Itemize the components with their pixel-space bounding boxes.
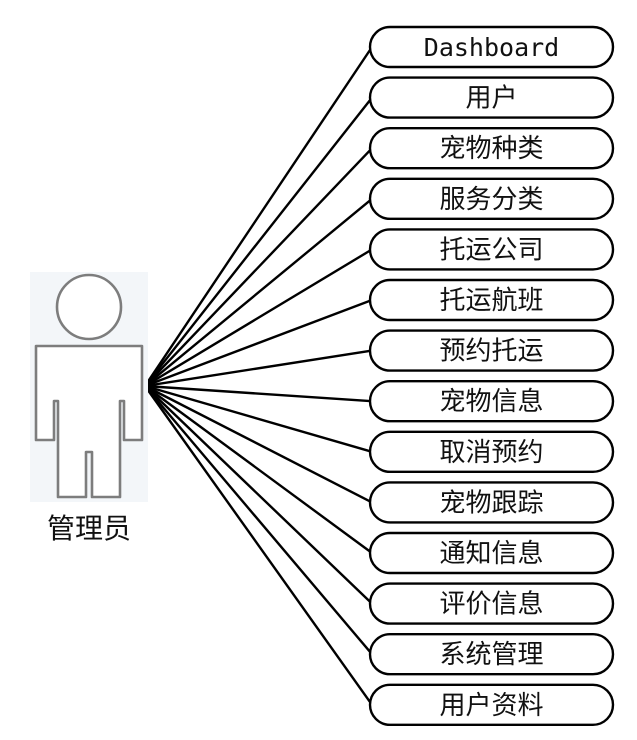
use-case-oval <box>368 278 615 322</box>
use-case-oval <box>368 430 615 473</box>
use-case-12: 评价信息 <box>368 582 615 625</box>
association-line <box>144 384 373 453</box>
use-case-oval <box>368 531 615 575</box>
use-case-8: 宠物信息 <box>368 380 615 423</box>
use-case-13: 系统管理 <box>368 633 615 676</box>
use-case-label: 预约托运 <box>439 337 543 367</box>
use-case-3: 宠物种类 <box>368 126 615 170</box>
use-case-label: 通知信息 <box>439 539 543 569</box>
use-case-label: 用户 <box>465 84 517 114</box>
use-case-oval <box>368 683 615 726</box>
use-case-10: 宠物跟踪 <box>368 481 615 524</box>
use-case-label: 系统管理 <box>439 640 543 670</box>
association-line <box>144 384 373 403</box>
use-case-oval <box>368 329 615 372</box>
use-case-oval <box>368 582 615 625</box>
use-case-oval <box>368 228 615 271</box>
association-line <box>144 385 373 554</box>
use-case-label: 宠物信息 <box>439 387 543 417</box>
actor: 管理员 <box>30 272 148 545</box>
use-case-7: 预约托运 <box>368 329 615 372</box>
use-case-label: 托运航班 <box>439 286 543 316</box>
use-case-oval <box>368 76 615 119</box>
person-icon <box>34 273 144 499</box>
use-case-oval <box>368 380 615 423</box>
use-case-oval <box>368 25 615 69</box>
use-case-label: 宠物种类 <box>439 134 543 164</box>
use-case-11: 通知信息 <box>368 531 615 575</box>
use-case-oval <box>368 126 615 170</box>
use-case-6: 托运航班 <box>368 278 615 322</box>
association-line <box>144 385 373 655</box>
use-case-list: Dashboard 用户宠物种类服务分类托运公司托运航班预约托运宠物信息取消预约宠… <box>368 25 615 726</box>
use-case-14: 用户资料 <box>368 683 615 726</box>
association-line <box>144 385 373 706</box>
association-line <box>144 96 373 387</box>
use-case-2: 用户 <box>368 76 615 119</box>
association-line <box>144 248 373 388</box>
use-case-label: 用户资料 <box>439 691 543 721</box>
association-line <box>144 197 373 387</box>
use-case-label: 宠物跟踪 <box>439 488 543 518</box>
use-case-9: 取消预约 <box>368 430 615 473</box>
use-case-label: 托运公司 <box>439 235 543 265</box>
use-case-5: 托运公司 <box>368 228 615 271</box>
use-case-label: Dashboard <box>424 33 559 62</box>
actor-label: 管理员 <box>47 512 131 545</box>
association-line <box>144 46 373 387</box>
use-case-oval <box>368 177 615 221</box>
use-case-label: 评价信息 <box>439 590 543 620</box>
use-case-4: 服务分类 <box>368 177 615 221</box>
use-case-label: 服务分类 <box>439 185 543 215</box>
use-case-label: 取消预约 <box>439 438 543 468</box>
use-case-1: Dashboard <box>368 25 615 69</box>
association-line <box>144 147 373 387</box>
use-case-oval <box>368 481 615 524</box>
association-line <box>144 298 373 388</box>
association-line <box>144 384 373 504</box>
association-line <box>144 349 373 388</box>
use-case-oval <box>368 633 615 676</box>
association-line <box>144 385 373 605</box>
association-lines <box>144 46 373 706</box>
